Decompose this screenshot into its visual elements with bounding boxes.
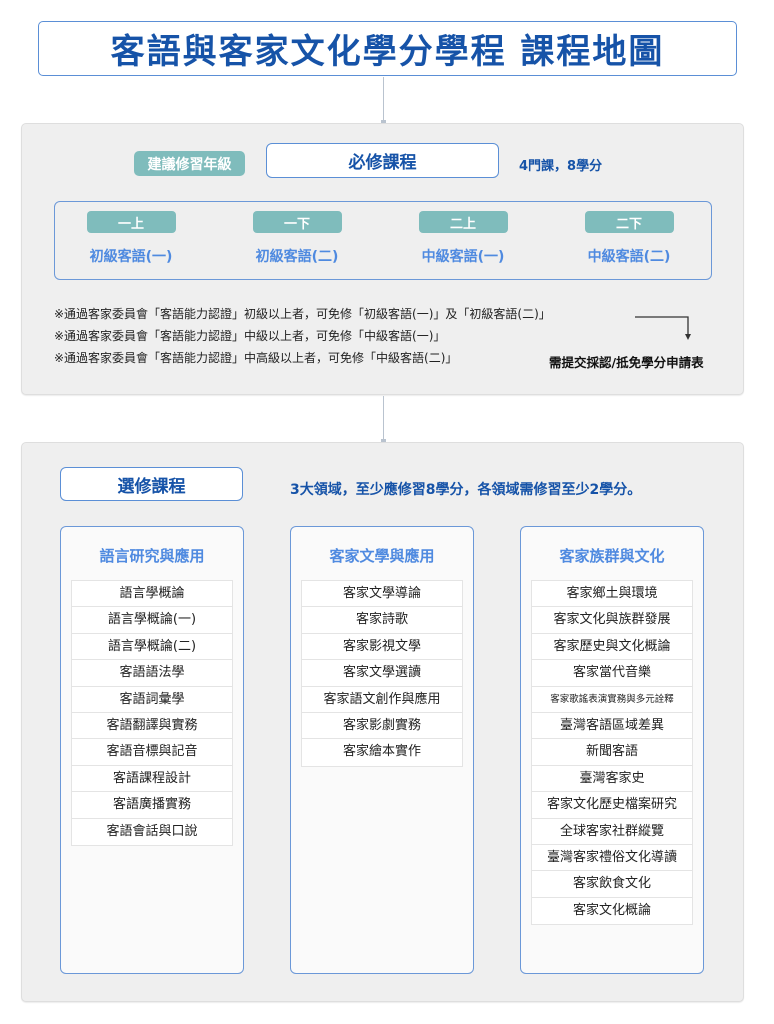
course-list: 客家文學導論 客家詩歌 客家影視文學 客家文學選讀 客家語文創作與應用 客家影劇… — [301, 580, 463, 767]
required-summary: 4門課，8學分 — [519, 159, 603, 174]
course-item: 客家影視文學 — [302, 634, 462, 661]
domain-hakka-literature: 客家文學與應用 客家文學導論 客家詩歌 客家影視文學 客家文學選讀 客家語文創作… — [290, 526, 474, 974]
course-item: 客語翻譯與實務 — [72, 713, 232, 740]
course-item: 臺灣客家史 — [532, 766, 692, 793]
course-item: 客家繪本實作 — [342, 744, 421, 760]
elective-summary: 3大領域，至少應修習8學分，各領域需修習至少2學分。 — [290, 482, 642, 498]
semester-column: 二下 中級客語(二) — [574, 211, 684, 266]
semester-box: 一上 初級客語(一) 一下 初級客語(二) 二上 中級客語(一) 二下 中級客語… — [54, 201, 712, 280]
course-item: 客家文化歷史檔案研究 — [532, 792, 692, 819]
semester-column: 一下 初級客語(二) — [242, 211, 352, 266]
course-item: 新聞客語 — [532, 739, 692, 766]
course-item: 客家歷史與文化概論 — [532, 634, 692, 661]
course-item: 客語課程設計 — [72, 766, 232, 793]
exemption-form-label: 需提交採認/抵免學分申請表 — [549, 355, 704, 370]
exemption-note: ※通過客家委員會「客語能力認證」中級以上者，可免修「中級客語(一)」 — [54, 329, 446, 343]
semester-tag: 一上 — [86, 211, 176, 233]
elective-courses-heading: 選修課程 — [60, 467, 243, 501]
required-courses-heading: 必修課程 — [266, 143, 499, 178]
course-item: 客家鄉土與環境 — [532, 581, 692, 608]
domain-title: 客家文學與應用 — [329, 547, 435, 565]
course-item: 臺灣客語區域差異 — [532, 713, 692, 740]
semester-course: 初級客語(一) — [89, 249, 173, 265]
exemption-notes: ※通過客家委員會「客語能力認證」初級以上者，可免修「初級客語(一)」及「初級客語… — [54, 303, 551, 369]
course-item: 客家文學導論 — [302, 581, 462, 608]
course-item: 客語會話與口說 — [106, 823, 198, 839]
course-item: 客語詞彙學 — [72, 687, 232, 713]
semester-course: 中級客語(二) — [587, 249, 671, 265]
semester-column: 一上 初級客語(一) — [76, 211, 186, 266]
course-item: 客家文學選讀 — [302, 660, 462, 687]
exemption-note: ※通過客家委員會「客語能力認證」初級以上者，可免修「初級客語(一)」及「初級客語… — [54, 307, 551, 321]
course-item: 客家影劇實務 — [302, 713, 462, 740]
course-item: 全球客家社群縱覽 — [532, 819, 692, 845]
course-item: 客家飲食文化 — [532, 871, 692, 898]
connector-arrow-icon — [381, 396, 386, 443]
course-item: 語言學概論 — [72, 581, 232, 608]
course-item: 客家歌謠表演實務與多元詮釋 — [532, 687, 692, 713]
course-item: 客家語文創作與應用 — [302, 687, 462, 713]
semester-tag: 二下 — [584, 211, 674, 233]
course-item: 客語音標與記音 — [72, 739, 232, 766]
semester-column: 二上 中級客語(一) — [408, 211, 518, 266]
semester-tag: 二上 — [418, 211, 508, 233]
elective-courses-panel: 選修課程 3大領域，至少應修習8學分，各領域需修習至少2學分。 語言研究與應用 … — [21, 442, 744, 1002]
course-item: 臺灣客家禮俗文化導讀 — [532, 845, 692, 872]
course-item: 語言學概論(一) — [72, 607, 232, 634]
course-item: 語言學概論(二) — [72, 634, 232, 661]
domain-language-research: 語言研究與應用 語言學概論 語言學概論(一) 語言學概論(二) 客語語法學 客語… — [60, 526, 244, 974]
page-title: 客語與客家文化學分學程 課程地圖 — [110, 32, 665, 72]
bent-arrow-icon — [635, 316, 691, 340]
domain-title: 語言研究與應用 — [99, 547, 205, 565]
semester-tag: 一下 — [252, 211, 342, 233]
course-item: 客家當代音樂 — [532, 660, 692, 687]
course-list: 客家鄉土與環境 客家文化與族群發展 客家歷史與文化概論 客家當代音樂 客家歌謠表… — [531, 580, 693, 926]
course-item: 客家詩歌 — [302, 607, 462, 634]
semester-course: 初級客語(二) — [255, 249, 339, 265]
semester-course: 中級客語(一) — [421, 249, 505, 265]
exemption-note: ※通過客家委員會「客語能力認證」中高級以上者，可免修「中級客語(二)」 — [54, 351, 458, 365]
course-item: 客語語法學 — [72, 660, 232, 687]
course-item: 客家文化概論 — [572, 902, 651, 918]
course-list: 語言學概論 語言學概論(一) 語言學概論(二) 客語語法學 客語詞彙學 客語翻譯… — [71, 580, 233, 846]
connector-arrow-icon — [381, 77, 386, 124]
course-item: 客語廣播實務 — [72, 792, 232, 819]
suggested-grade-badge: 建議修習年級 — [134, 151, 245, 176]
required-courses-panel: 建議修習年級 必修課程 4門課，8學分 一上 初級客語(一) 一下 初級客語(二… — [21, 123, 744, 395]
domain-hakka-ethnicity-culture: 客家族群與文化 客家鄉土與環境 客家文化與族群發展 客家歷史與文化概論 客家當代… — [520, 526, 704, 974]
course-item: 客家文化與族群發展 — [532, 607, 692, 634]
domain-title: 客家族群與文化 — [559, 547, 665, 565]
page-title-box: 客語與客家文化學分學程 課程地圖 — [38, 21, 737, 76]
